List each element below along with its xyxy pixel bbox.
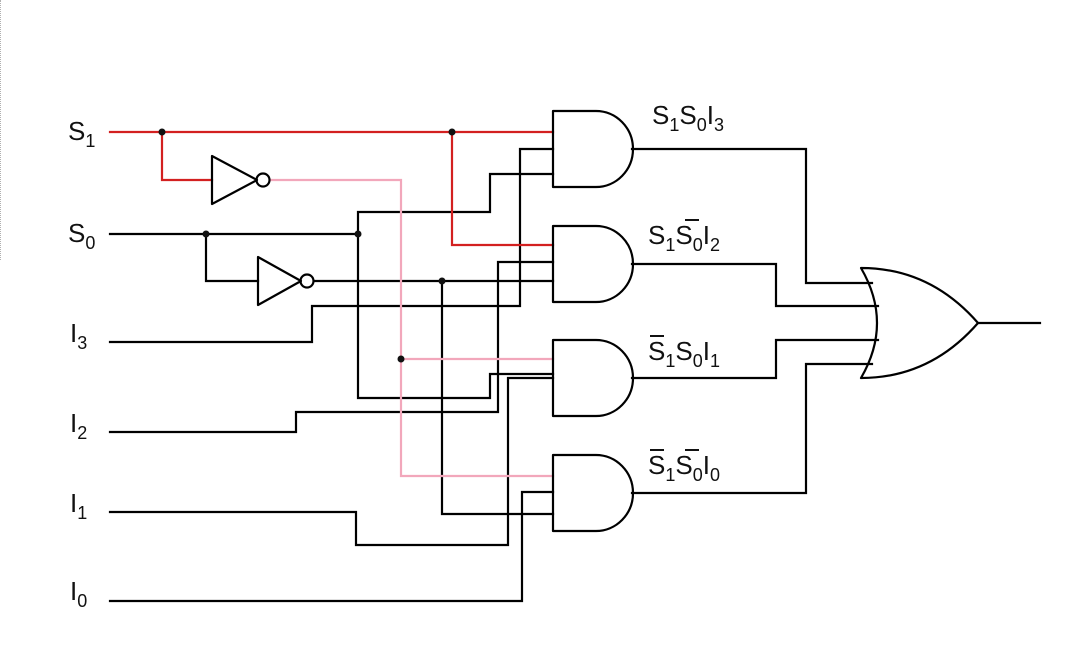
label-s1: S1 [68, 116, 95, 151]
wire-s0-to-and0 [356, 172, 555, 236]
wire-s1bar-main [269, 178, 555, 478]
s1bar-wires [269, 178, 555, 478]
junction-dot [202, 230, 210, 238]
label-s0: S0 [68, 218, 95, 253]
and-gate-3 [551, 453, 635, 533]
wire-and1-to-or [630, 262, 880, 308]
and-gate-1 [551, 224, 635, 304]
wire-and2-to-or [630, 338, 880, 380]
wire-i2 [108, 260, 555, 434]
and-gate-0 [551, 109, 635, 189]
wire-i3 [108, 147, 555, 344]
term-label-and1: S1S0I2 [648, 220, 720, 255]
label-i0: I0 [70, 576, 87, 611]
not-gate-s1 [210, 154, 271, 206]
left-dotted-rule [0, 0, 2, 260]
wire-s0-to-not [204, 232, 260, 283]
term-label-and0: S1S0I3 [652, 100, 724, 135]
wire-and3-to-or [630, 362, 874, 495]
label-i3: I3 [70, 318, 87, 353]
junction-dot [397, 355, 405, 363]
s1-wires [108, 130, 555, 247]
not-gate-s0 [256, 255, 315, 307]
junction-dot [158, 128, 166, 136]
wire-i0 [108, 490, 555, 603]
black-wires [108, 147, 1042, 603]
label-i1: I1 [70, 488, 87, 523]
and-gate-2 [551, 338, 635, 418]
wire-s0-to-and2 [356, 232, 555, 400]
junction-dot [448, 128, 456, 136]
term-label-and3: S1S0I0 [648, 450, 720, 485]
or-gate [859, 266, 980, 380]
junction-dot [438, 277, 446, 285]
label-i2: I2 [70, 408, 87, 443]
wire-i1 [108, 376, 555, 547]
wire-and0-to-or [630, 147, 874, 285]
wire-s1-to-not [160, 130, 214, 182]
term-label-and2: S1S0I1 [648, 336, 720, 371]
junction-dot [354, 230, 362, 238]
junction-dots [158, 128, 456, 363]
wire-s1-to-and1 [450, 130, 555, 247]
